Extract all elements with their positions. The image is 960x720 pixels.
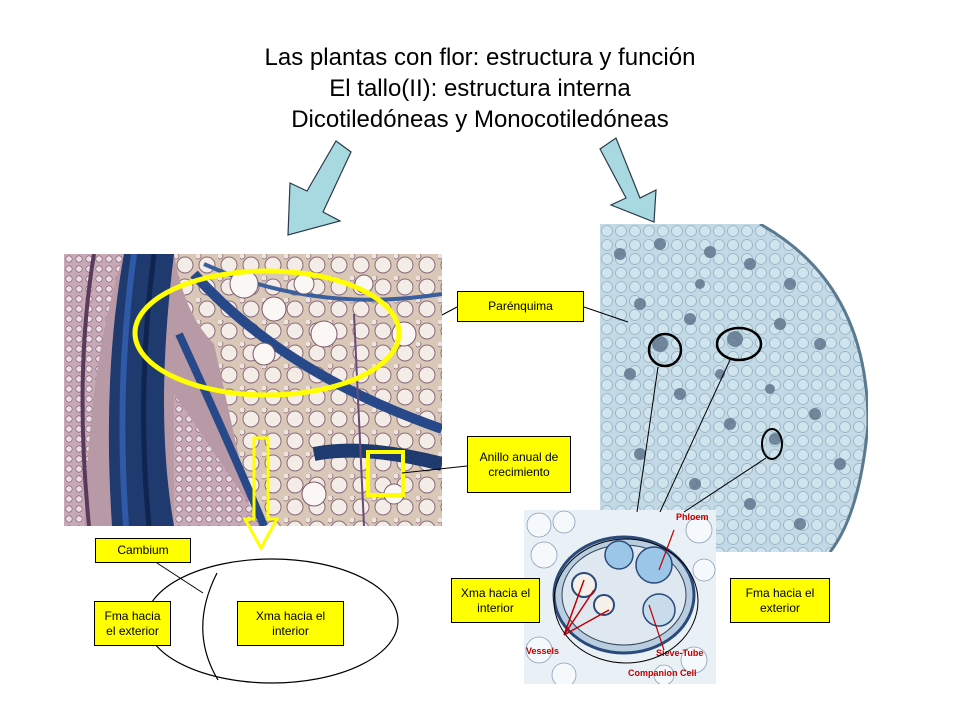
cambium-label: Cambium bbox=[95, 538, 191, 563]
companion-cell-label: Companion Cell bbox=[628, 668, 697, 678]
vessels-label: Vessels bbox=[526, 646, 560, 656]
monocot-stem-micrograph bbox=[600, 224, 868, 552]
xylem-inward-label-left: Xma hacia el interior bbox=[237, 601, 344, 646]
dicot-stem-micrograph bbox=[64, 254, 442, 526]
arrow-to-monocot bbox=[599, 137, 657, 223]
slide-title: Las plantas con flor: estructura y funci… bbox=[0, 42, 960, 135]
monocot-stem-image bbox=[600, 224, 868, 552]
vascular-bundle-inset: Phloem Vessels Sieve-Tube Companion Cell bbox=[524, 510, 716, 684]
phloem-outward-label-left: Fma hacia el exterior bbox=[94, 601, 171, 646]
sieve-tube-label: Sieve-Tube bbox=[656, 648, 704, 658]
dicot-stem-image bbox=[64, 254, 442, 526]
title-line-1: Las plantas con flor: estructura y funci… bbox=[264, 44, 696, 71]
cambium-line bbox=[202, 572, 219, 681]
arrow-to-dicot bbox=[287, 140, 352, 236]
xylem-inward-label-right: Xma hacia el interior bbox=[451, 578, 540, 623]
title-line-3: Dicotiledóneas y Monocotiledóneas bbox=[291, 106, 669, 133]
title-line-2: El tallo(II): estructura interna bbox=[329, 75, 631, 102]
parenquima-label: Parénquima bbox=[457, 291, 584, 322]
annual-ring-label: Anillo anual de crecimiento bbox=[467, 436, 571, 493]
phloem-label: Phloem bbox=[676, 512, 709, 522]
phloem-outward-label-right: Fma hacia el exterior bbox=[730, 578, 830, 623]
